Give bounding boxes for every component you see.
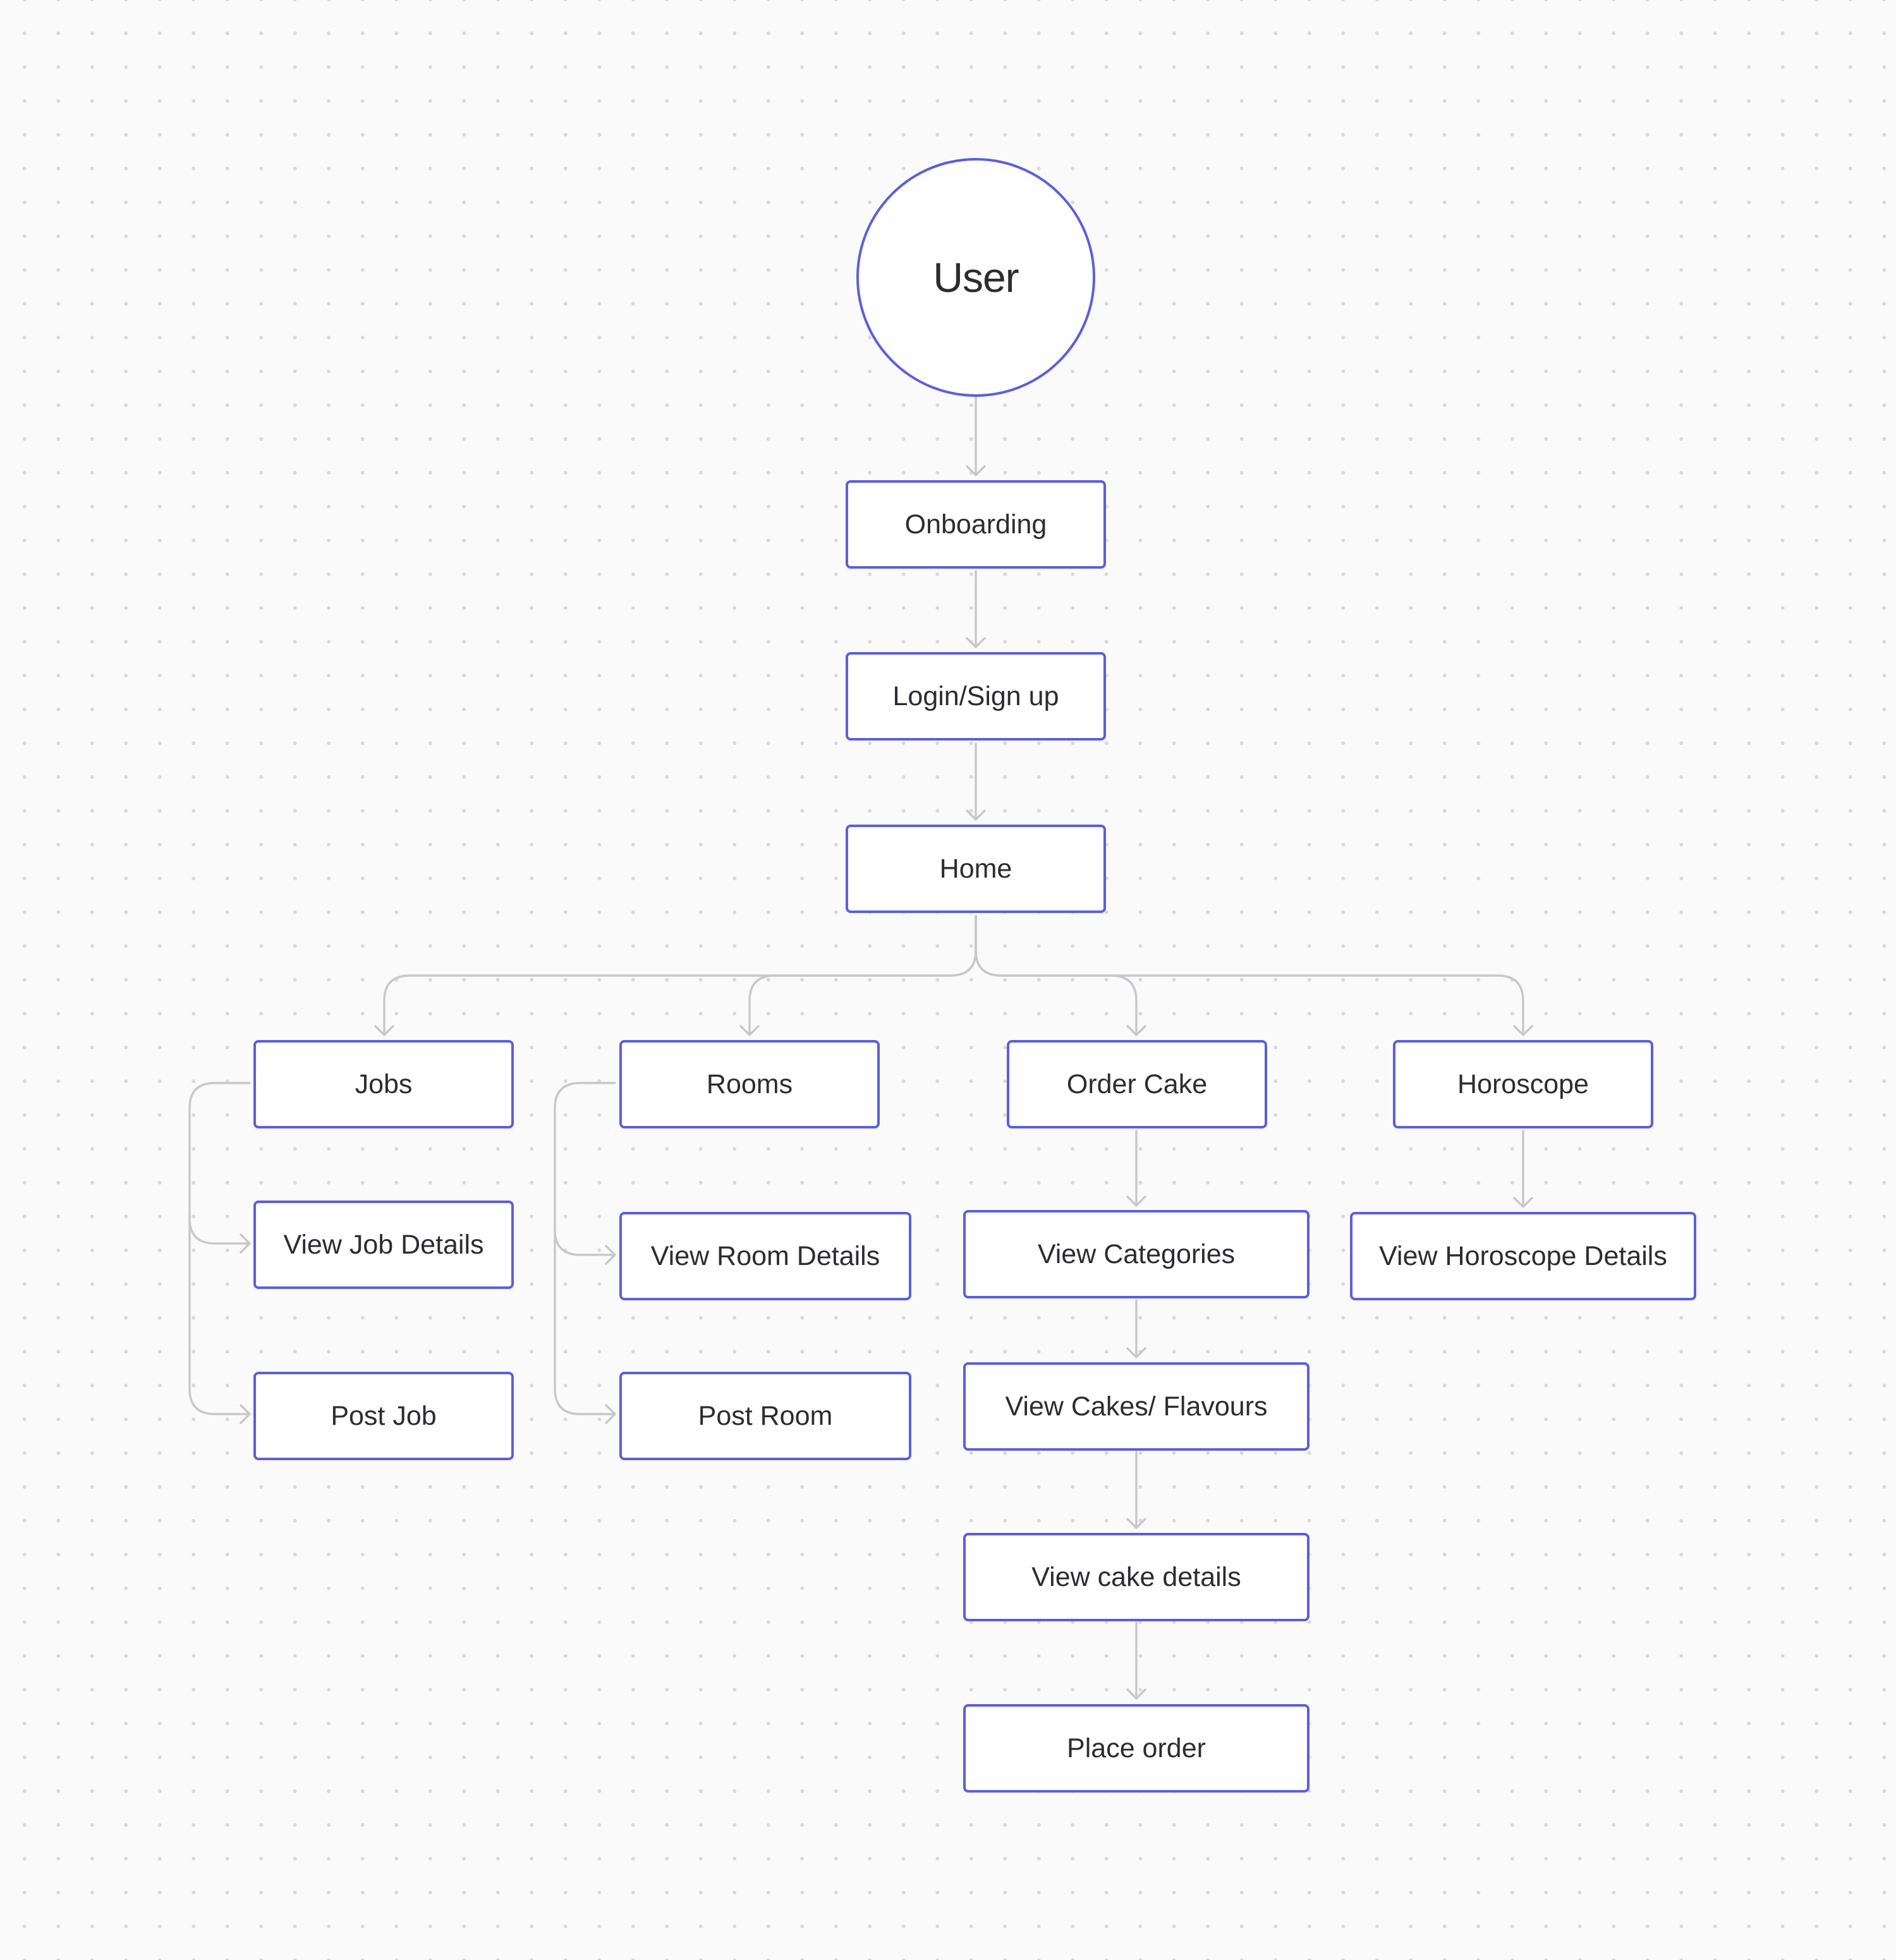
- node-place-order[interactable]: Place order: [963, 1704, 1310, 1793]
- node-view-cakes-flavours[interactable]: View Cakes/ Flavours: [963, 1362, 1310, 1451]
- node-user[interactable]: User: [856, 158, 1095, 397]
- edge-view-categories-view-cakes: [1126, 1299, 1146, 1358]
- edge-view-cake-details-place-order: [1126, 1621, 1146, 1700]
- edge-jobs-post-job: [188, 1212, 251, 1424]
- node-rooms[interactable]: Rooms: [619, 1040, 880, 1128]
- edge-home-rooms: [739, 915, 977, 1036]
- node-login-sign-up[interactable]: Login/Sign up: [846, 652, 1106, 741]
- node-onboarding[interactable]: Onboarding: [846, 480, 1106, 569]
- edge-home-order-cake: [975, 915, 1146, 1036]
- node-view-room-details[interactable]: View Room Details: [619, 1212, 911, 1300]
- edge-horoscope-view-horoscope-details: [1513, 1130, 1533, 1208]
- node-view-categories[interactable]: View Categories: [963, 1210, 1310, 1298]
- node-horoscope[interactable]: Horoscope: [1393, 1040, 1653, 1128]
- node-post-room[interactable]: Post Room: [619, 1372, 911, 1460]
- edge-rooms-post-room: [554, 1225, 616, 1424]
- node-view-cake-details[interactable]: View cake details: [963, 1533, 1310, 1621]
- edge-order-cake-view-categories: [1126, 1130, 1146, 1207]
- node-post-job[interactable]: Post Job: [253, 1372, 514, 1460]
- edge-rooms-view-room-details: [554, 1082, 616, 1265]
- edge-jobs-view-job-details: [188, 1082, 251, 1254]
- node-view-horoscope-details[interactable]: View Horoscope Details: [1350, 1212, 1696, 1300]
- edge-view-cakes-view-cake-details: [1126, 1451, 1146, 1529]
- node-jobs[interactable]: Jobs: [253, 1040, 514, 1128]
- edge-home-horoscope: [975, 915, 1533, 1036]
- node-view-job-details[interactable]: View Job Details: [253, 1201, 514, 1289]
- node-home[interactable]: Home: [846, 825, 1106, 913]
- edge-login-home: [966, 742, 986, 821]
- edge-user-onboarding: [966, 396, 986, 476]
- edge-home-jobs: [374, 915, 977, 1036]
- node-order-cake[interactable]: Order Cake: [1007, 1040, 1267, 1128]
- edge-onboarding-login: [966, 570, 986, 648]
